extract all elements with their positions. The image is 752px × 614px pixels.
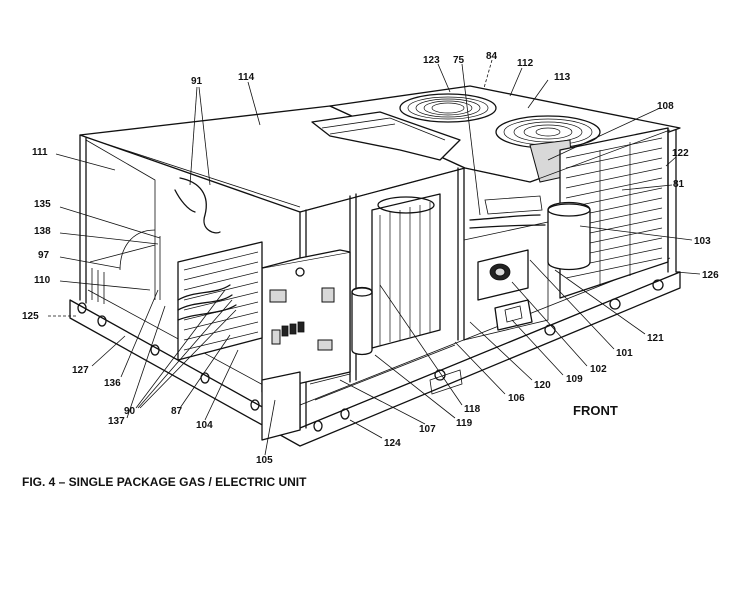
callout-109: 109: [566, 374, 583, 385]
callout-121: 121: [647, 333, 664, 344]
callout-122: 122: [672, 148, 689, 159]
control-box: [261, 249, 351, 393]
callout-119: 119: [456, 418, 473, 429]
corner-post-left: [79, 134, 87, 304]
callout-108: 108: [657, 101, 674, 112]
callout-111: 111: [32, 147, 48, 158]
callout-107: 107: [419, 424, 436, 435]
wiring-harness: [179, 177, 221, 234]
callout-101: 101: [616, 348, 633, 359]
callout-136: 136: [104, 378, 121, 389]
access-panel-front: [261, 371, 301, 441]
callout-114: 114: [238, 72, 255, 83]
callout-90: 90: [124, 406, 136, 417]
callout-91: 91: [191, 76, 203, 87]
callout-137: 137: [108, 416, 125, 427]
divider-post: [457, 167, 465, 341]
callout-127: 127: [72, 365, 89, 376]
unit-drawing: [69, 85, 681, 447]
callout-123: 123: [423, 55, 440, 66]
callout-97: 97: [38, 250, 50, 261]
callout-110: 110: [34, 275, 51, 286]
callout-87: 87: [171, 406, 183, 417]
blower-wheel: [371, 193, 441, 349]
gas-burner: [477, 249, 529, 301]
compressor: [547, 201, 591, 271]
callout-104: 104: [196, 420, 213, 431]
callout-75: 75: [453, 55, 465, 66]
callouts: 91 114 123 75 84 112 113 108 122 111 81 …: [22, 51, 719, 466]
callout-103: 103: [694, 236, 711, 247]
callout-135: 135: [34, 199, 51, 210]
callout-84: 84: [486, 51, 498, 62]
figure-caption: FIG. 4 – SINGLE PACKAGE GAS / ELECTRIC U…: [22, 475, 307, 489]
leader-lines: [48, 59, 701, 456]
callout-126: 126: [702, 270, 719, 281]
callout-113: 113: [554, 72, 571, 83]
evaporator-coil: [177, 241, 263, 361]
blower-motor: [351, 286, 373, 356]
callout-125: 125: [22, 311, 39, 322]
callout-105: 105: [256, 455, 273, 466]
callout-106: 106: [508, 393, 525, 404]
callout-112: 112: [517, 58, 534, 69]
gas-valve: [494, 299, 533, 331]
callout-138: 138: [34, 226, 51, 237]
front-label: FRONT: [573, 403, 618, 418]
refrigerant-tubing: [177, 284, 237, 321]
callout-124: 124: [384, 438, 401, 449]
condenser-fan-grille-rear: [399, 93, 497, 123]
callout-120: 120: [534, 380, 551, 391]
callout-118: 118: [464, 404, 481, 415]
callout-102: 102: [590, 364, 607, 375]
callout-81: 81: [673, 179, 685, 190]
